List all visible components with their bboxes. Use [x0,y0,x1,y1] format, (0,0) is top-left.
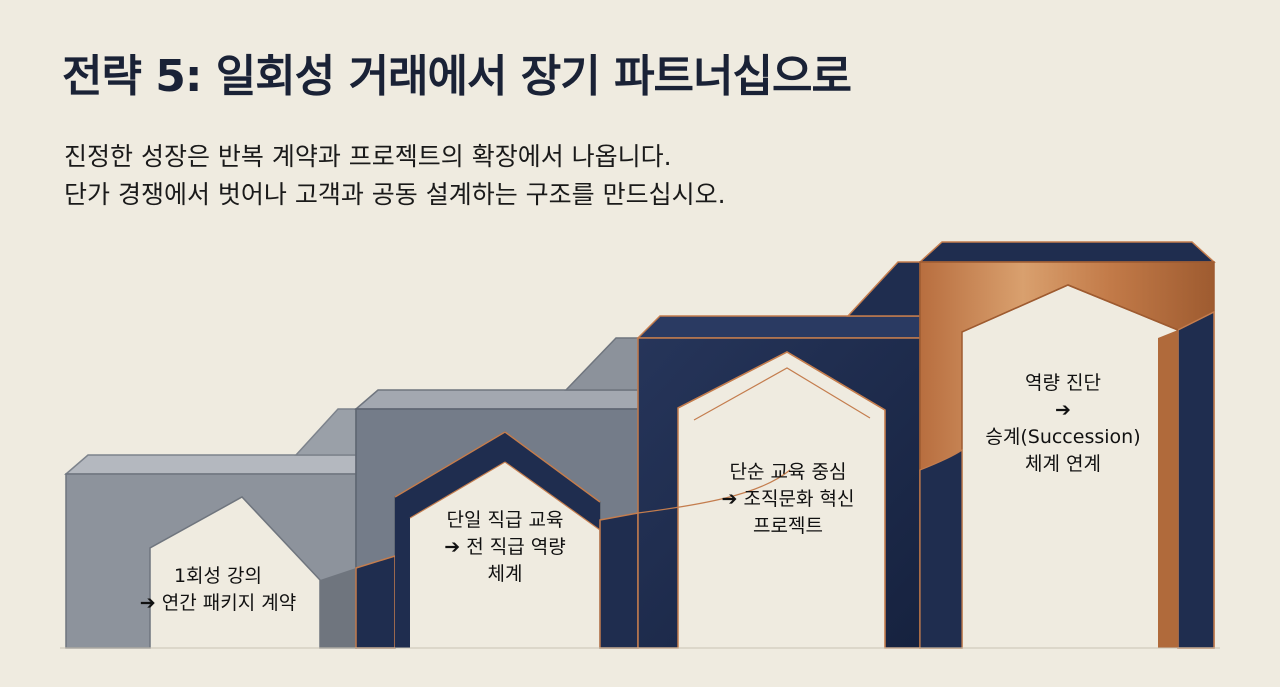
arch-3 [636,261,921,649]
stage-2-line-3: 체계 [487,563,523,585]
stage-1-line-2: ➔ 연간 패키지 계약 [139,592,297,614]
stage-4-line-3: 체계 연계 [1025,453,1101,475]
stage-4-label: 역량 진단 ➔ 승계(Succession) 체계 연계 [963,370,1163,478]
stage-3-label: 단순 교육 중심 ➔ 조직문화 혁신 프로젝트 [688,459,888,540]
stage-3-line-3: 프로젝트 [753,515,823,537]
stage-4-line-1: 역량 진단 [1025,372,1101,394]
page-subtitle: 진정한 성장은 반복 계약과 프로젝트의 확장에서 나옵니다. 단가 경쟁에서 … [64,138,726,214]
stage-4-line-2: 승계(Succession) [985,426,1141,448]
arch-2 [353,337,639,649]
stage-4-arrow: ➔ [1055,399,1071,421]
stage-2-line-2: ➔ 전 직급 역량 [444,536,566,558]
subtitle-line-1: 진정한 성장은 반복 계약과 프로젝트의 확장에서 나옵니다. [64,142,672,171]
stage-2-line-1: 단일 직급 교육 [446,509,564,531]
stage-2-label: 단일 직급 교육 ➔ 전 직급 역량 체계 [405,507,605,588]
stage-3-line-1: 단순 교육 중심 [729,461,847,483]
stage-1-line-1: 1회성 강의 [173,565,263,587]
stage-3-line-2: ➔ 조직문화 혁신 [721,488,855,510]
subtitle-line-2: 단가 경쟁에서 벗어나 고객과 공동 설계하는 구조를 만드십시오. [64,180,726,209]
stage-1-label: 1회성 강의 ➔ 연간 패키지 계약 [118,563,318,617]
page-title: 전략 5: 일회성 거래에서 장기 파트너십으로 [62,51,852,102]
